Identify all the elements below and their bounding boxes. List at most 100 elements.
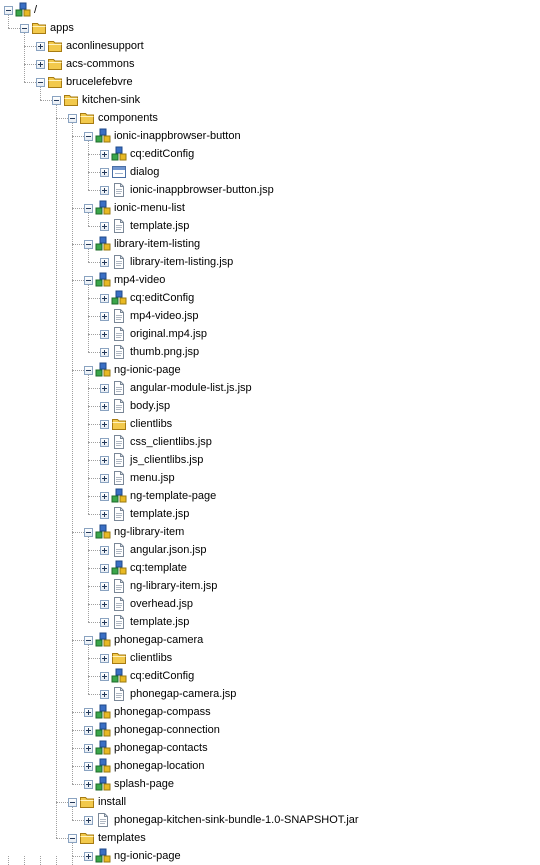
expand-icon[interactable] [100,330,109,339]
expand-icon[interactable] [100,384,109,393]
expand-icon[interactable] [36,60,45,69]
expand-icon[interactable] [36,42,45,51]
tree-node-ng-library-item-jsp[interactable]: ng-library-item.jsp [0,577,540,595]
tree-node-label[interactable]: template.jsp [130,508,190,520]
expand-icon[interactable] [100,546,109,555]
tree-node-ionic-inappbrowser-button[interactable]: ionic-inappbrowser-button [0,127,540,145]
tree-node-label[interactable]: components [98,112,158,124]
tree-node-label[interactable]: js_clientlibs.jsp [130,454,204,466]
tree-node-label[interactable]: cq:editConfig [130,670,195,682]
tree-node-css-clientlibs-jsp[interactable]: css_clientlibs.jsp [0,433,540,451]
tree-node-label[interactable]: cq:template [130,562,187,574]
collapse-icon[interactable] [68,798,77,807]
tree-node-mp4-video[interactable]: mp4-video [0,271,540,289]
expand-icon[interactable] [84,852,93,861]
tree-node-cq-editconfig[interactable]: cq:editConfig [0,667,540,685]
tree-node-templates[interactable]: templates [0,829,540,847]
tree-node-angular-json-jsp[interactable]: angular.json.jsp [0,541,540,559]
tree-node-label[interactable]: angular.json.jsp [130,544,207,556]
expand-icon[interactable] [100,258,109,267]
expand-icon[interactable] [100,312,109,321]
tree-node-label[interactable]: thumb.png.jsp [130,346,200,358]
collapse-icon[interactable] [84,276,93,285]
tree-node-install[interactable]: install [0,793,540,811]
tree-node-label[interactable]: ng-template-page [130,490,217,502]
tree-node-label[interactable]: body.jsp [130,400,171,412]
tree-node-label[interactable]: ng-library-item [114,526,185,538]
tree-node-js-clientlibs-jsp[interactable]: js_clientlibs.jsp [0,451,540,469]
tree-node-phonegap-camera-jsp[interactable]: phonegap-camera.jsp [0,685,540,703]
tree-node-overhead-jsp[interactable]: overhead.jsp [0,595,540,613]
tree-node-original-mp4-jsp[interactable]: original.mp4.jsp [0,325,540,343]
tree-node-label[interactable]: cq:editConfig [130,148,195,160]
tree-node-dialog[interactable]: dialog [0,163,540,181]
tree-node-cq-editconfig[interactable]: cq:editConfig [0,145,540,163]
tree-node-library-item-listing[interactable]: library-item-listing [0,235,540,253]
tree-node-clientlibs[interactable]: clientlibs [0,415,540,433]
tree-node-phonegap-location[interactable]: phonegap-location [0,757,540,775]
tree-node-label[interactable]: menu.jsp [130,472,175,484]
tree-node-phonegap-contacts[interactable]: phonegap-contacts [0,739,540,757]
expand-icon[interactable] [100,510,109,519]
tree-node-angular-module-list-js-jsp[interactable]: angular-module-list.js.jsp [0,379,540,397]
tree-node-label[interactable]: acs-commons [66,58,135,70]
tree-node-cq-editconfig[interactable]: cq:editConfig [0,289,540,307]
tree-node-label[interactable]: ng-library-item.jsp [130,580,218,592]
tree-node-library-item-listing-jsp[interactable]: library-item-listing.jsp [0,253,540,271]
tree-node-label[interactable]: apps [50,22,74,34]
expand-icon[interactable] [100,456,109,465]
expand-icon[interactable] [100,348,109,357]
tree-node-label[interactable]: cq:editConfig [130,292,195,304]
tree-node-ng-ionic-page[interactable]: ng-ionic-page [0,361,540,379]
tree-node-label[interactable]: clientlibs [130,418,173,430]
tree-node-phonegap-kitchen-sink-bundle-1-0-snapshot-jar[interactable]: phonegap-kitchen-sink-bundle-1.0-SNAPSHO… [0,811,540,829]
expand-icon[interactable] [84,816,93,825]
expand-icon[interactable] [100,600,109,609]
tree-node-phonegap-connection[interactable]: phonegap-connection [0,721,540,739]
expand-icon[interactable] [100,168,109,177]
collapse-icon[interactable] [4,6,13,15]
tree-node-label[interactable]: ng-ionic-page [114,850,181,862]
expand-icon[interactable] [100,294,109,303]
collapse-icon[interactable] [68,114,77,123]
tree-node-template-jsp[interactable]: template.jsp [0,505,540,523]
expand-icon[interactable] [100,618,109,627]
expand-icon[interactable] [100,690,109,699]
expand-icon[interactable] [100,474,109,483]
tree-node-label[interactable]: kitchen-sink [82,94,141,106]
tree-node-ionic-menu-list[interactable]: ionic-menu-list [0,199,540,217]
tree-node-label[interactable]: css_clientlibs.jsp [130,436,212,448]
collapse-icon[interactable] [84,528,93,537]
collapse-icon[interactable] [52,96,61,105]
tree-node-aconlinesupport[interactable]: aconlinesupport [0,37,540,55]
tree-node-label[interactable]: ionic-menu-list [114,202,185,214]
tree-node-label[interactable]: install [98,796,127,808]
expand-icon[interactable] [100,582,109,591]
tree-node-label[interactable]: mp4-video [114,274,166,286]
expand-icon[interactable] [100,402,109,411]
tree-node-label[interactable]: template.jsp [130,220,190,232]
collapse-icon[interactable] [68,834,77,843]
tree-node-label[interactable]: dialog [130,166,160,178]
tree-node-label[interactable]: phonegap-contacts [114,742,208,754]
tree-node-label[interactable]: phonegap-camera.jsp [130,688,237,700]
tree-node-ng-ionic-page[interactable]: ng-ionic-page [0,847,540,865]
tree-node-label[interactable]: mp4-video.jsp [130,310,199,322]
tree-node-clientlibs[interactable]: clientlibs [0,649,540,667]
tree-node-template-jsp[interactable]: template.jsp [0,217,540,235]
expand-icon[interactable] [100,564,109,573]
tree-node-label[interactable]: phonegap-compass [114,706,211,718]
expand-icon[interactable] [100,150,109,159]
tree-node-apps[interactable]: apps [0,19,540,37]
expand-icon[interactable] [100,672,109,681]
tree-node-mp4-video-jsp[interactable]: mp4-video.jsp [0,307,540,325]
tree-node-label[interactable]: overhead.jsp [130,598,193,610]
expand-icon[interactable] [84,708,93,717]
tree-node-label[interactable]: templates [98,832,146,844]
tree-node-label[interactable]: phonegap-kitchen-sink-bundle-1.0-SNAPSHO… [114,814,359,826]
tree-node-label[interactable]: library-item-listing.jsp [130,256,234,268]
tree-node-phonegap-compass[interactable]: phonegap-compass [0,703,540,721]
tree-node-label[interactable]: phonegap-connection [114,724,220,736]
tree-node-ng-library-item[interactable]: ng-library-item [0,523,540,541]
tree-node-label[interactable]: / [34,4,38,16]
